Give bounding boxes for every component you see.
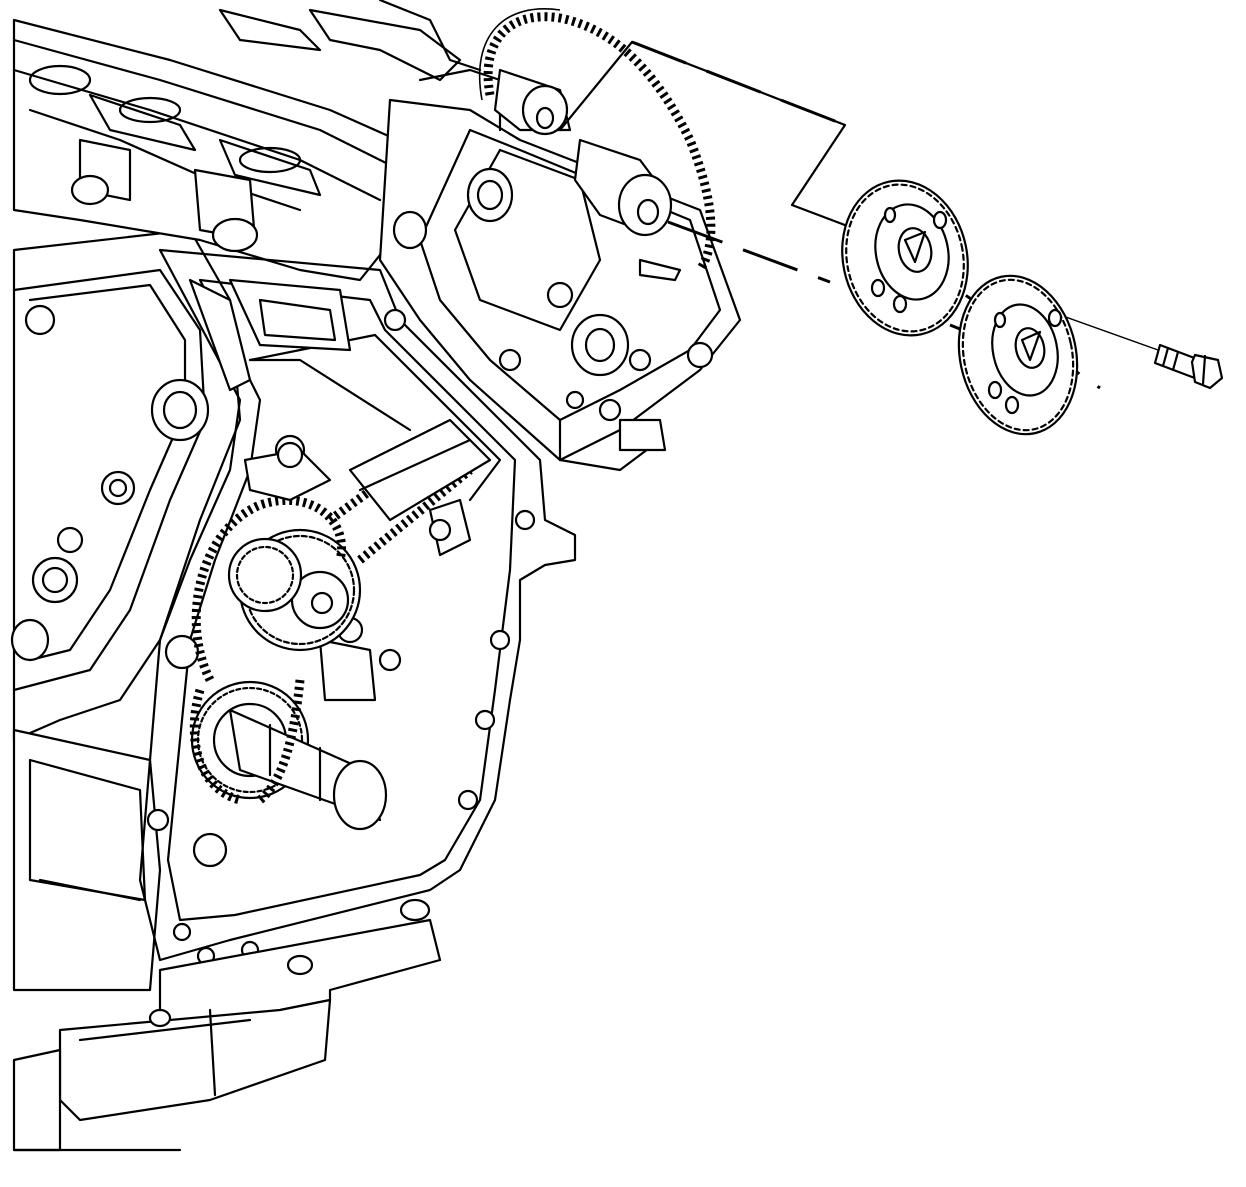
crankshaft-snout: [228, 708, 388, 831]
intake-camshaft-nose: [493, 68, 572, 136]
oil-pan: [12, 898, 442, 1152]
timing-chain-upper: [478, 8, 716, 273]
exhaust-camshaft-nose: [573, 138, 673, 237]
chain-guide: [188, 278, 492, 522]
intake-camshaft-sprocket: [841, 179, 969, 337]
exhaust-camshaft-sprocket: [957, 274, 1079, 436]
engine-block: [10, 228, 260, 992]
cam-bearing-cap: [378, 68, 742, 472]
cylinder-head: [12, 0, 482, 282]
sprocket-bolt: [1153, 343, 1224, 390]
idler-sprocket: [227, 528, 362, 652]
